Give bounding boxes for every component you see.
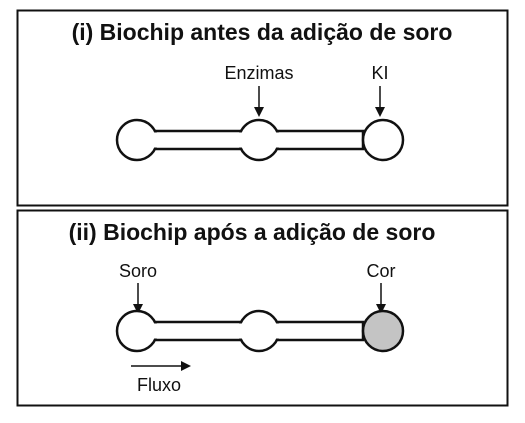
panel-before-serum-title: (i) Biochip antes da adição de soro: [72, 19, 453, 45]
panel-before-serum-border: [16, 9, 509, 207]
panel-after-serum-title: (ii) Biochip após a adição de soro: [69, 219, 436, 245]
label-ki: KI: [371, 63, 388, 83]
panel-after-serum-border: [16, 209, 509, 407]
label-enzimas: Enzimas: [224, 63, 293, 83]
panel-after-serum: (ii) Biochip após a adição de soro Soro …: [16, 209, 509, 407]
label-fluxo: Fluxo: [137, 375, 181, 395]
label-cor: Cor: [366, 261, 395, 281]
label-soro: Soro: [119, 261, 157, 281]
channel-top-interior: [138, 132, 362, 148]
chamber-top-right: [361, 118, 405, 162]
chamber-bottom-right-colored: [361, 309, 405, 353]
panel-before-serum: (i) Biochip antes da adição de soro Enzi…: [16, 9, 509, 207]
channel-bottom-interior: [138, 323, 362, 339]
